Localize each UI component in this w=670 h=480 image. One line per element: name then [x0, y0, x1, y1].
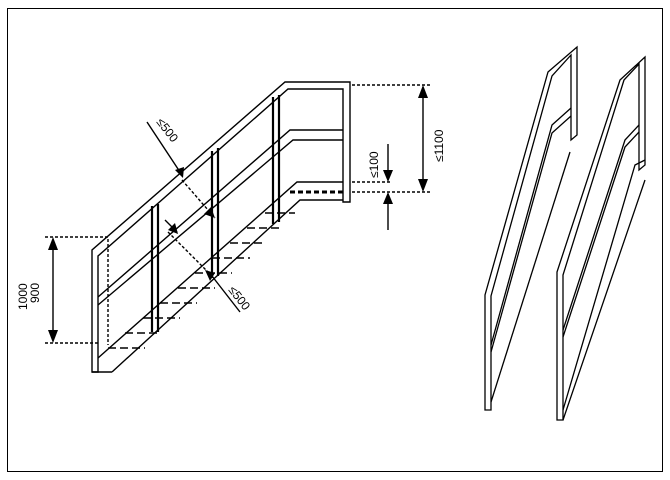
label-stair-height-1000: 1000 — [16, 283, 30, 310]
knee-rail — [97, 129, 343, 306]
dim-lines — [52, 92, 424, 336]
left-handrail — [484, 45, 578, 411]
isometric-stair-drawing — [484, 45, 646, 421]
label-toe-gap: ≤100 — [367, 151, 381, 178]
arrowheads — [48, 85, 428, 343]
tread-hatching — [108, 212, 295, 349]
dimension-labels: ≤500 ≤500 ≤100 ≤1100 1000 900 — [16, 115, 446, 313]
label-stair-height-900: 900 — [28, 283, 42, 303]
label-rail-spacing-top: ≤500 — [154, 115, 182, 145]
handrail — [91, 81, 351, 373]
dim-guides — [45, 84, 432, 345]
left-knee-rail — [490, 107, 572, 353]
frame-border — [7, 8, 663, 472]
left-railing-drawing — [45, 81, 432, 373]
left-stringer — [490, 151, 571, 403]
right-stringer — [562, 159, 646, 421]
label-landing-height: ≤1100 — [432, 129, 446, 162]
right-knee-rail — [562, 124, 640, 338]
right-handrail — [556, 55, 646, 421]
stringer — [92, 181, 343, 373]
